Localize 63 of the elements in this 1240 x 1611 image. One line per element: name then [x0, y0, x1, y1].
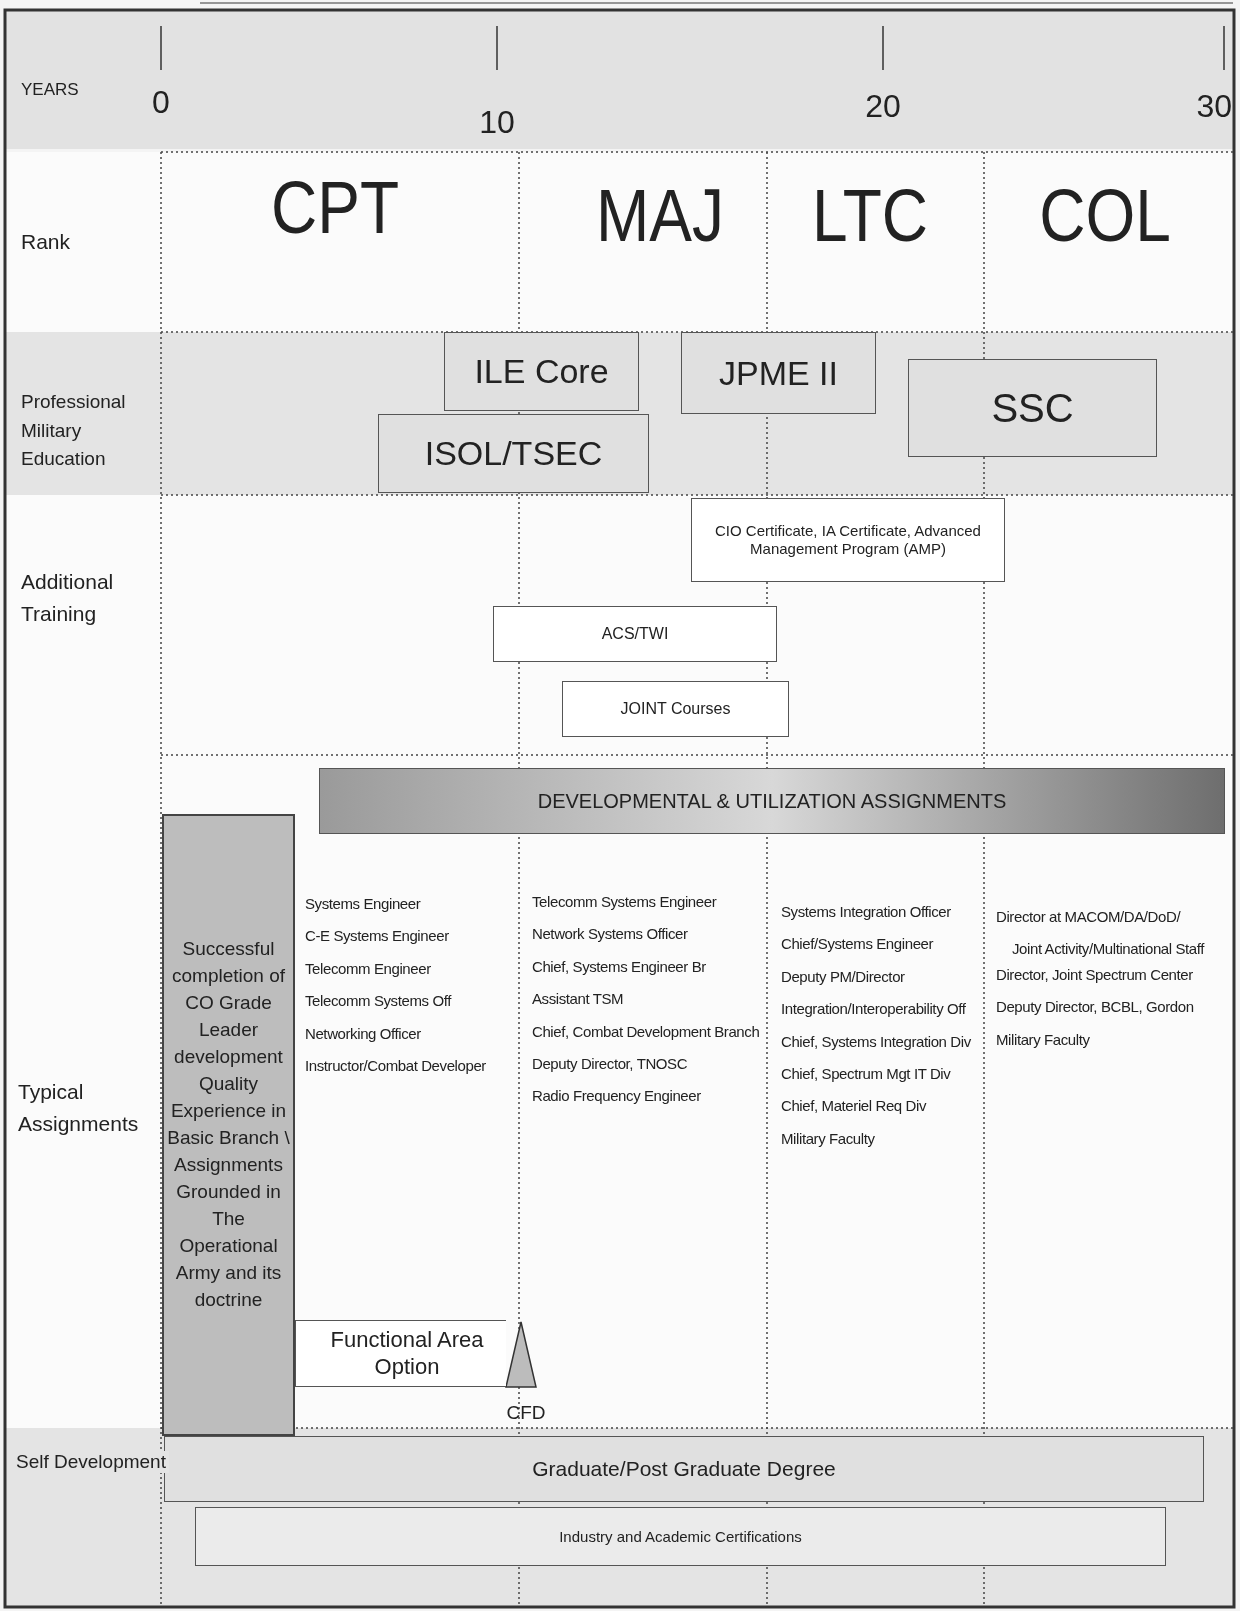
assignment-item: Chief, Systems Engineer Br — [532, 957, 706, 976]
box-label: JOINT Courses — [620, 699, 731, 719]
assignment-item: Systems Integration Officer — [781, 903, 951, 921]
assignment-item: Assistant TSM — [532, 990, 624, 1008]
box-label: JPME II — [719, 352, 838, 394]
box-label: Functional Area Option — [329, 1327, 485, 1380]
row-heading: Rank — [21, 230, 71, 255]
box-label: ILE Core — [474, 351, 609, 392]
assignment-item: Chief, Spectrum Mgt IT Div — [781, 1065, 951, 1083]
assignment-item: Military Faculty — [996, 1030, 1090, 1048]
assignment-item: Instructor/Combat Developer — [305, 1057, 486, 1075]
assignment-item: Chief/Systems Engineer — [781, 935, 934, 953]
year-number: 30 — [1196, 88, 1232, 125]
assignment-item: Telecomm Systems Off — [305, 992, 451, 1010]
box-label: Industry and Academic Certifications — [559, 1527, 802, 1546]
row-heading: Typical Assignments — [18, 1079, 140, 1137]
row-heading: YEARS — [21, 80, 79, 100]
rank-title: MAJ — [596, 174, 724, 260]
year-number: 20 — [865, 88, 901, 125]
certification-box — [195, 1507, 1166, 1566]
assignment-item: Chief, Materiel Req Div — [781, 1097, 927, 1115]
box-label: CIO Certificate, IA Certificate, Advanced Management Program (AMP) — [714, 522, 982, 558]
box-label: Successful completion of CO Grade Leader development Quality Experience in Basic Branch \ Assignments Grounded in The Operational Army and its doctrine — [166, 937, 291, 1312]
training-box — [562, 681, 789, 737]
assignment-item: Chief, Systems Integration Div — [781, 1032, 971, 1050]
assignment-item: Deputy Director, BCBL, Gordon — [996, 998, 1194, 1016]
assignment-item: Military Faculty — [781, 1129, 875, 1148]
rank-title: LTC — [811, 174, 929, 260]
course-box — [444, 332, 639, 411]
assignment-item: Telecomm Engineer — [305, 959, 431, 978]
assignment-item: Systems Engineer — [305, 895, 421, 913]
degree-box — [164, 1436, 1204, 1502]
rank-title: CPT — [271, 166, 399, 252]
training-box — [691, 498, 1005, 582]
assignment-item: Integration/Interoperability Off — [781, 1000, 966, 1018]
milestone-label: CFD — [506, 1402, 546, 1424]
assignment-item: Chief, Combat Development Branch — [532, 1022, 760, 1040]
assignment-item: Director, Joint Spectrum Center — [996, 965, 1193, 984]
row-heading: Additional Training — [21, 569, 115, 627]
rank-title: COL — [1039, 174, 1171, 260]
assignment-item: Networking Officer — [305, 1024, 421, 1042]
assignment-item: C-E Systems Engineer — [305, 927, 449, 945]
row-heading: Self Development — [16, 1451, 169, 1473]
assignment-banner — [319, 768, 1225, 834]
year-number: 0 — [152, 84, 170, 121]
assignment-item: Deputy PM/Director — [781, 967, 905, 986]
box-label: ACS/TWI — [601, 624, 669, 644]
box-label: Graduate/Post Graduate Degree — [532, 1456, 836, 1482]
course-box — [908, 359, 1157, 457]
row-heading: Professional Military Education — [21, 390, 127, 471]
assignment-item: Telecomm Systems Engineer — [532, 893, 717, 911]
box-label: SSC — [991, 385, 1074, 432]
training-box — [493, 606, 777, 662]
assignment-item: Network Systems Officer — [532, 925, 688, 943]
box-label: DEVELOPMENTAL & UTILIZATION ASSIGNMENTS — [537, 789, 1007, 813]
option-box — [295, 1320, 506, 1387]
course-box — [681, 332, 876, 414]
assignment-item: Deputy Director, TNOSC — [532, 1055, 688, 1073]
box-label: ISOL/TSEC — [424, 433, 603, 474]
course-box — [378, 414, 649, 493]
branch-requirement-box — [162, 814, 295, 1436]
year-number: 10 — [479, 104, 515, 141]
assignment-item: Radio Frequency Engineer — [532, 1087, 701, 1105]
